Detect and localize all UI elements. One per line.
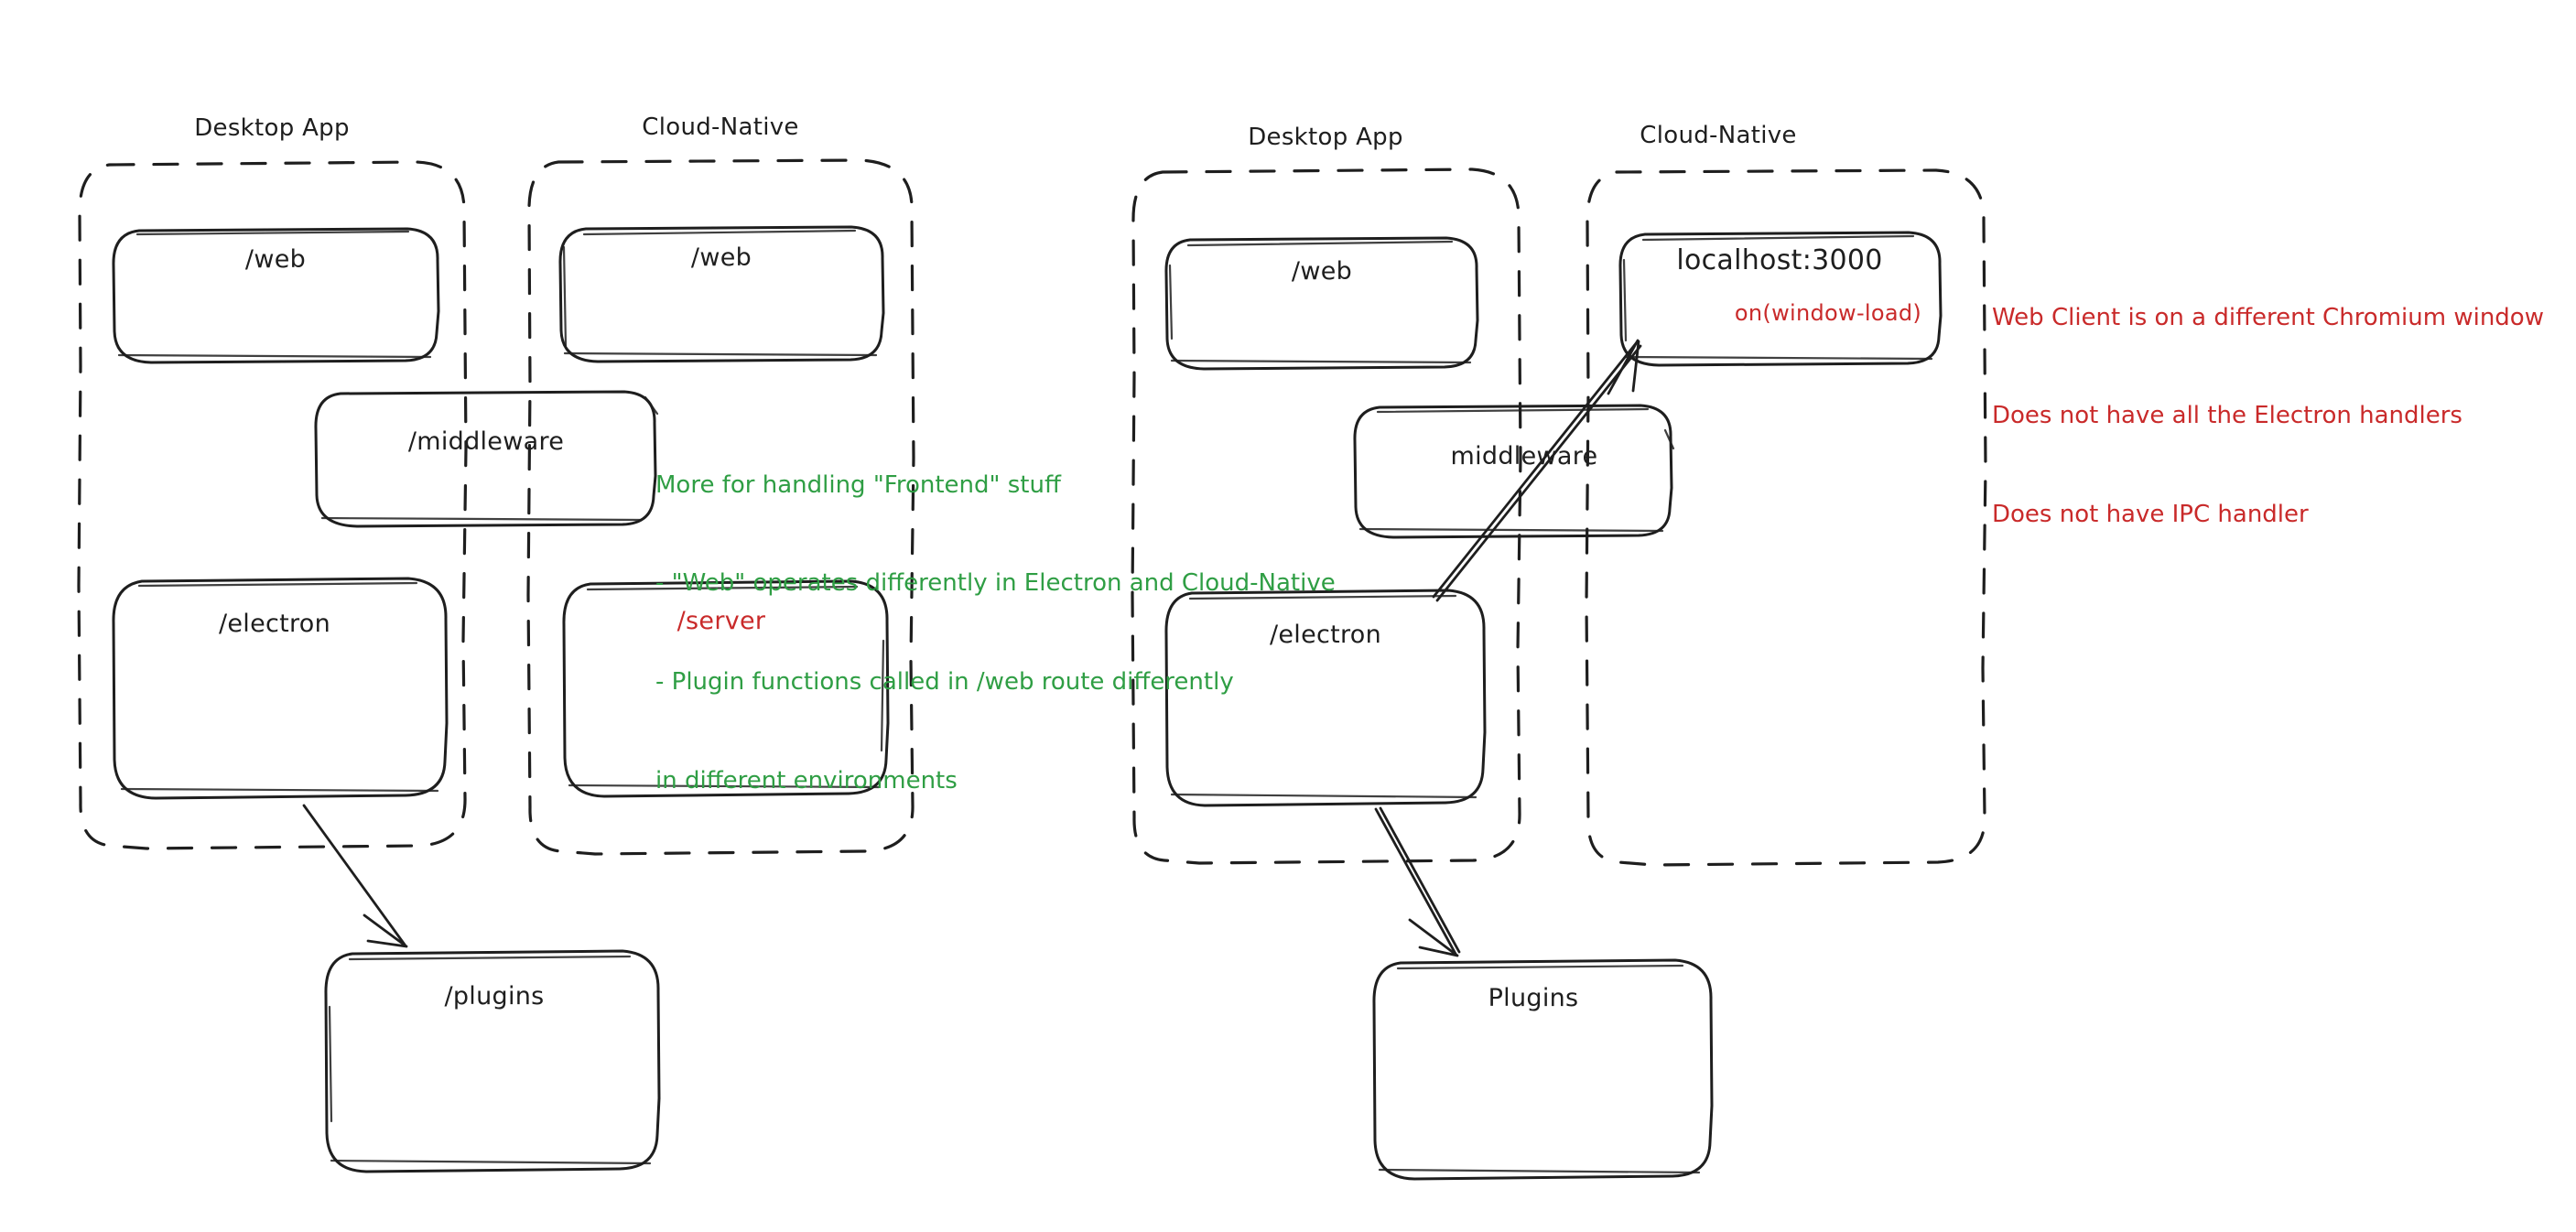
group-right-desktop-app (1131, 168, 1522, 865)
annotation-web-client-line-3: Does not have IPC handler (1992, 501, 2309, 528)
box-right-desktop-web (1164, 236, 1479, 371)
box-left-server (562, 579, 890, 798)
group-left-cloud-native (526, 158, 915, 856)
annotation-frontend-note: More for handling "Frontend" stuff - "We… (655, 404, 1336, 863)
box-left-middleware (314, 390, 659, 528)
group-left-desktop-app (77, 160, 468, 850)
box-right-middleware (1353, 404, 1675, 539)
annotation-web-client-line-1: Web Client is on a different Chromium wi… (1992, 303, 2544, 331)
box-right-plugins (1372, 958, 1714, 1181)
box-left-plugins (324, 949, 661, 1173)
box-right-electron (1164, 589, 1487, 807)
annotation-frontend-line-1: More for handling "Frontend" stuff (655, 470, 1061, 499)
arrow-right-electron-to-plugins (1374, 806, 1461, 957)
annotation-web-client-line-2: Does not have all the Electron handlers (1992, 402, 2462, 430)
box-left-cloud-web (558, 225, 885, 363)
arrow-left-electron-to-plugins (302, 804, 408, 948)
box-left-electron (112, 577, 449, 800)
arrow-right-electron-to-localhost (1432, 339, 1642, 602)
group-right-cloud-native (1585, 168, 1987, 867)
annotation-frontend-line-2: - "Web" operates differently in Electron… (655, 569, 1336, 598)
box-left-desktop-web (112, 227, 440, 364)
annotation-frontend-line-3: - Plugin functions called in /web route … (655, 668, 1234, 696)
box-right-localhost (1618, 231, 1943, 367)
annotation-web-client-note: Web Client is on a different Chromium wi… (1992, 236, 2544, 598)
annotation-frontend-line-4: in different environments (655, 766, 958, 794)
